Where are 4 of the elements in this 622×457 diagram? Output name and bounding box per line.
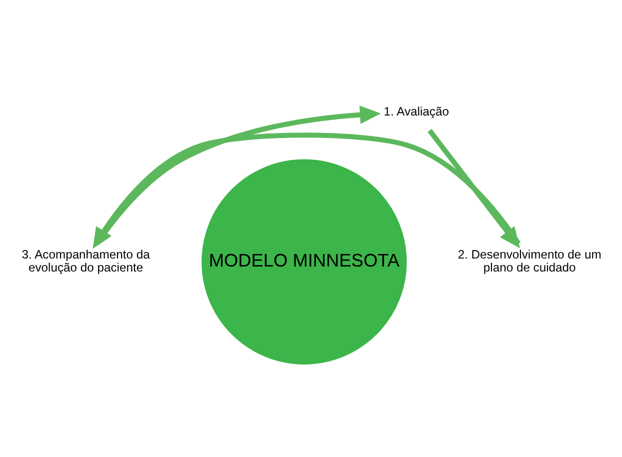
node-text: 1. Avaliação bbox=[383, 104, 448, 118]
node-circle: MODELO MINNESOTA bbox=[201, 158, 406, 364]
node-text: 2. Desenvolvimento de um plano de cuidado bbox=[457, 246, 601, 274]
node-text: 3. Acompanhamento da evolução do paciente bbox=[21, 246, 150, 274]
